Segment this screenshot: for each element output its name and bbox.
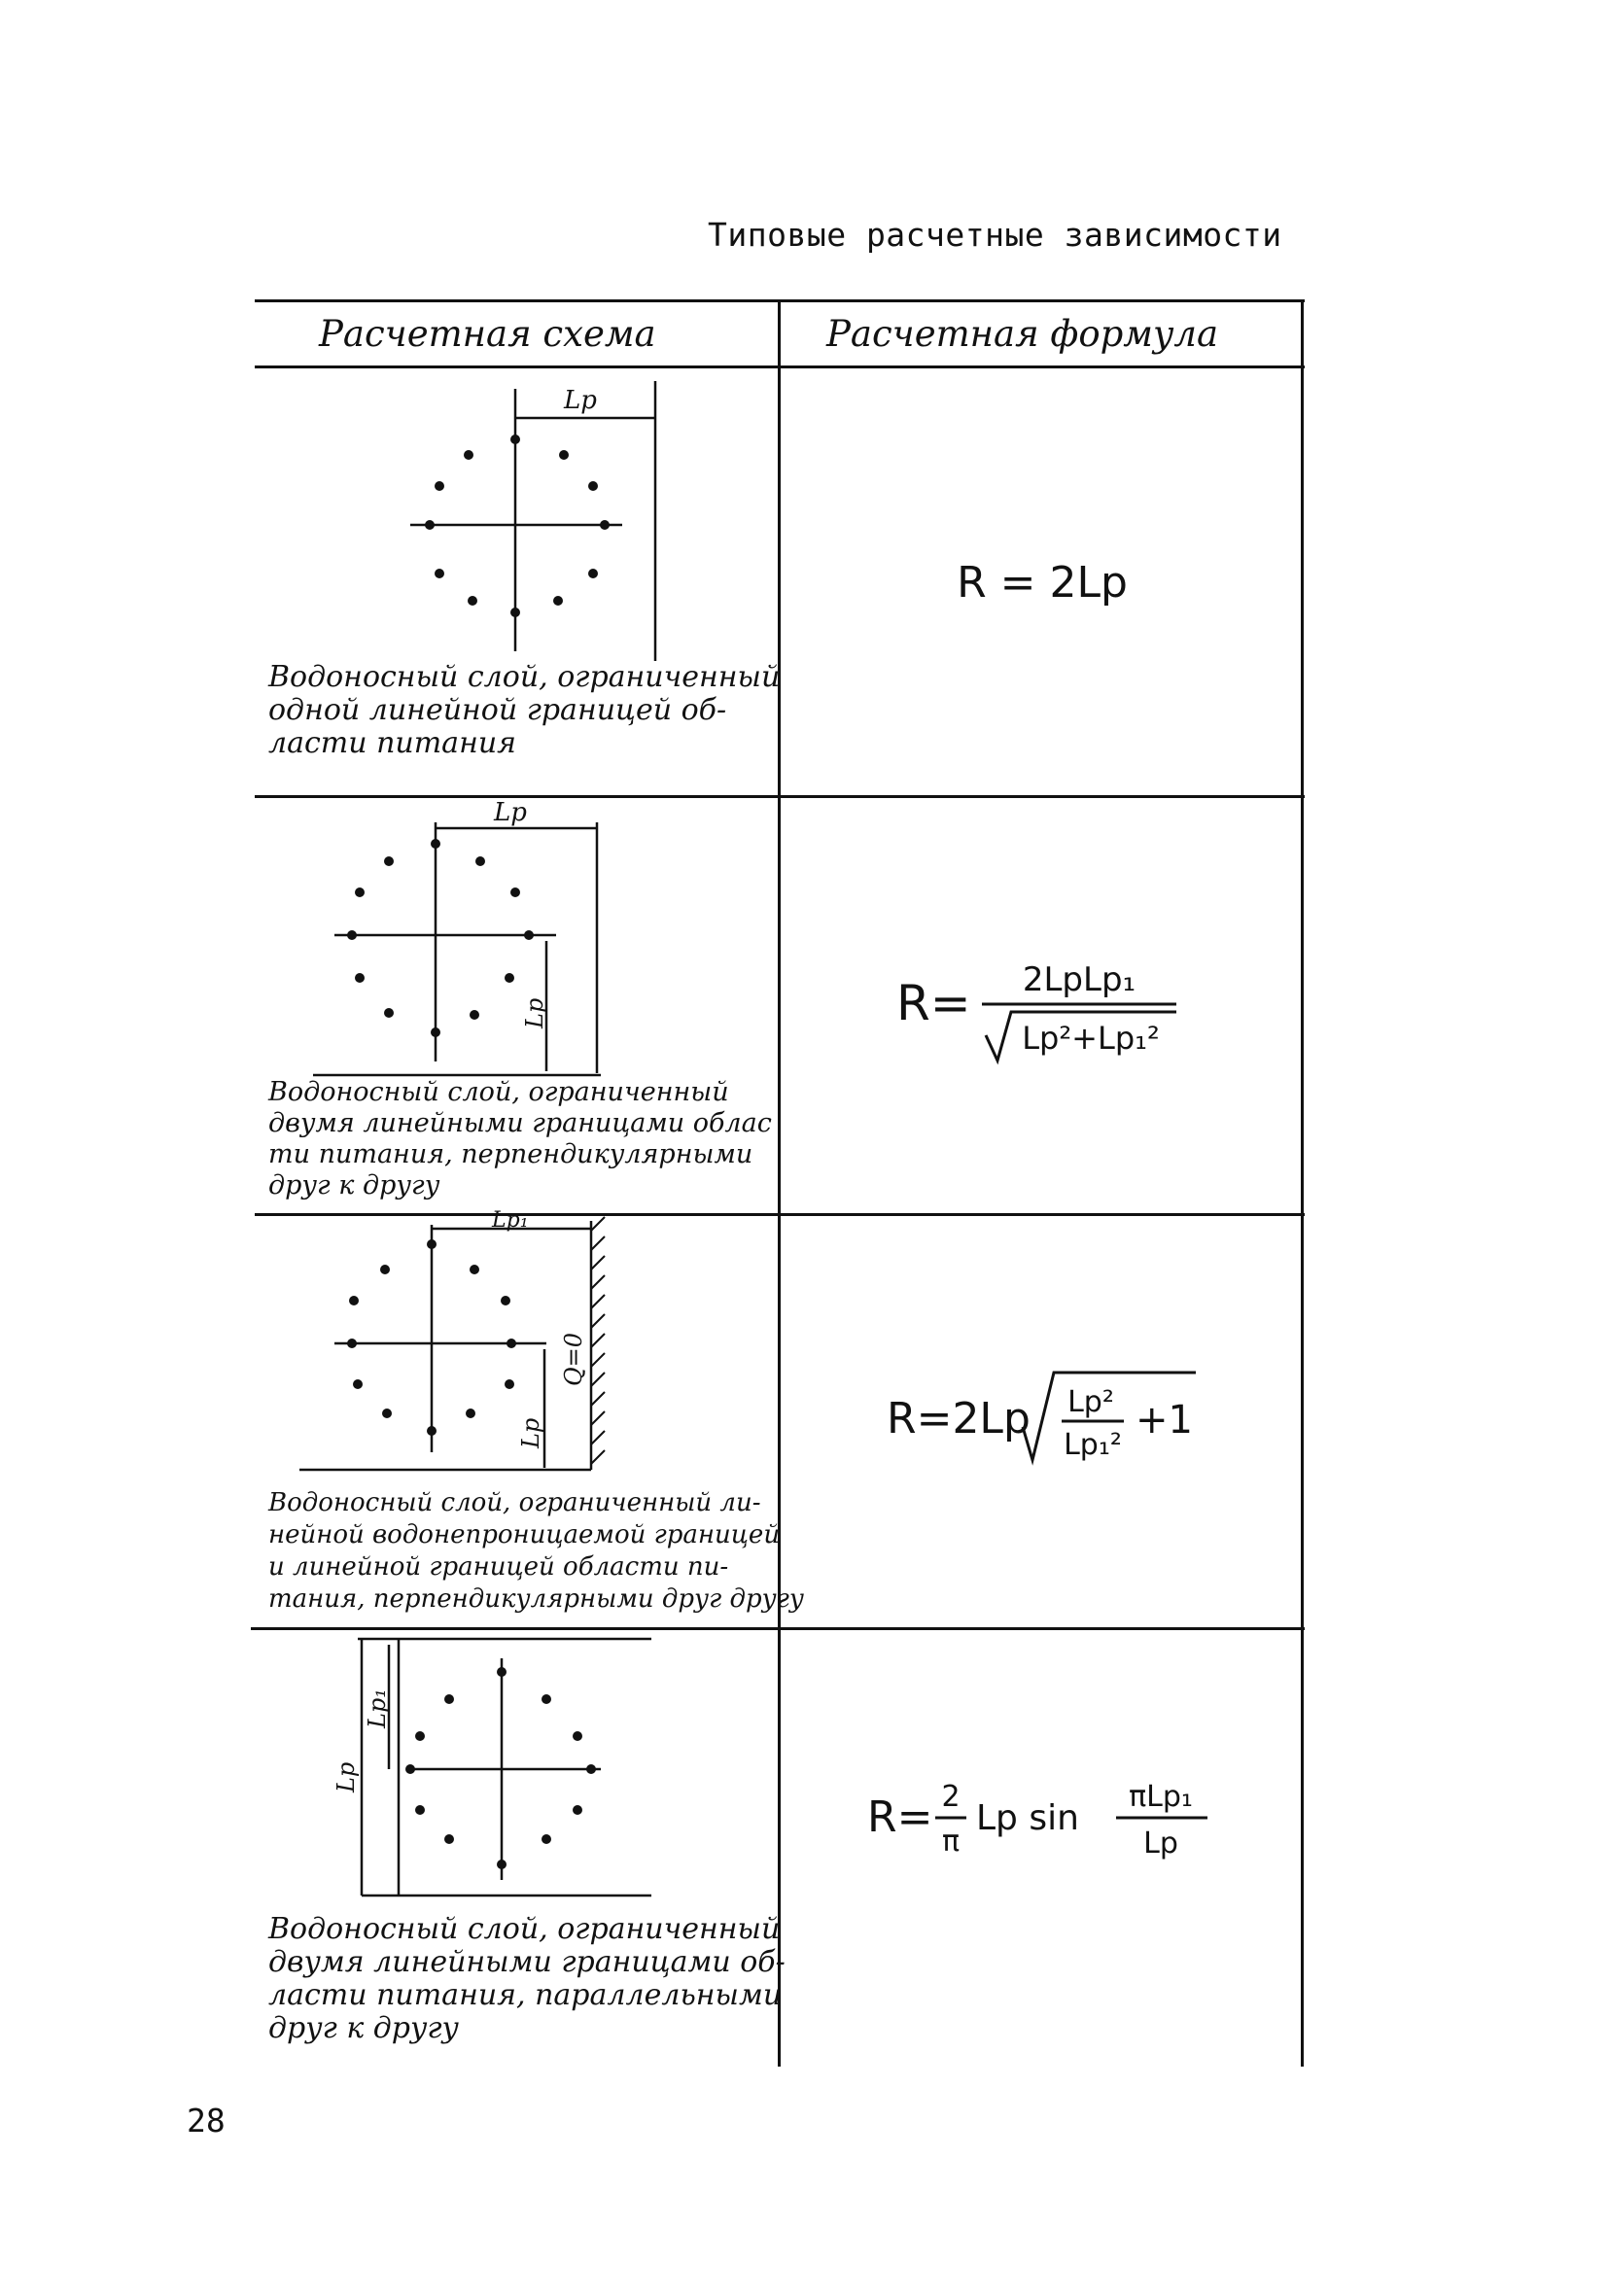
formula-2: R= 2LpLp₁ Lp²+Lp₁² — [780, 799, 1305, 1211]
label-lp1: Lp₁ — [491, 1208, 529, 1233]
formula-den2: Lp — [1143, 1826, 1178, 1861]
formula-1-svg: R = 2Lp — [957, 558, 1128, 608]
table-right-border — [1301, 299, 1304, 2067]
schema-diagram-3: Lp₁ Q=0 Lp — [255, 1208, 780, 1625]
formula-mid: Lp sin — [976, 1798, 1079, 1838]
formulas-table: Расчетная схема Расчетная формула Lp Вод… — [251, 299, 1305, 2067]
formula-lhs: R=2Lp — [887, 1394, 1031, 1444]
formula-denominator: Lp₁² — [1064, 1428, 1122, 1462]
formula-text: R = 2Lp — [957, 558, 1128, 608]
label-lp-side: Lp — [517, 1418, 544, 1449]
label-lp: Lp — [563, 386, 597, 415]
description-line: друг к другу — [268, 1170, 440, 1200]
description-3: Водоносный слой, ограниченный ли- нейной… — [268, 1487, 804, 1616]
formula-denominator: Lp²+Lp₁² — [1022, 1020, 1160, 1057]
formula-num2: πLp₁ — [1129, 1780, 1193, 1814]
description-line: ласти питания — [268, 726, 517, 760]
description-line: двумя линейными границами об- — [268, 1945, 786, 1979]
table-column-divider — [778, 299, 781, 2067]
description-line: тания, перпендикулярными друг другу — [268, 1584, 804, 1614]
description-line: друг к другу — [268, 2011, 459, 2045]
description-line: ласти питания, параллельными — [268, 1978, 783, 2012]
schema-4-svg: Lp₁ Lp — [332, 1637, 651, 1897]
schema-1-svg: Lp — [410, 381, 657, 661]
page-number: 28 — [187, 2102, 226, 2139]
label-q-zero: Q=0 — [560, 1333, 587, 1386]
page-caption: Типовые расчетные зависимости — [708, 216, 1282, 254]
formula-4: R= 2 π Lp sin πLp₁ Lp — [780, 1631, 1305, 2067]
formula-4-svg: R= 2 π Lp sin πLp₁ Lp — [867, 1780, 1207, 1861]
header-formula: Расчетная формула — [826, 313, 1219, 355]
description-line: Водоносный слой, ограниченный — [268, 1077, 729, 1107]
label-lp-side: Lp — [521, 998, 548, 1029]
description-line: ти питания, перпендикулярными — [268, 1139, 753, 1169]
description-4: Водоносный слой, ограниченный двумя лине… — [268, 1912, 786, 2045]
formula-den1: π — [942, 1825, 960, 1859]
label-lp: Lp — [493, 798, 527, 827]
description-line: Водоносный слой, ограниченный — [268, 1912, 781, 1946]
description-line: Водоносный слой, ограниченный — [268, 660, 781, 694]
formula-numerator: 2LpLp₁ — [1023, 960, 1136, 999]
formula-3: R=2Lp Lp² Lp₁² +1 — [780, 1217, 1305, 1625]
description-2: Водоносный слой, ограниченный двумя лине… — [268, 1077, 774, 1201]
formula-2-svg: R= 2LpLp₁ Lp²+Lp₁² — [896, 960, 1176, 1065]
schema-diagram-2: Lp Lp — [255, 798, 780, 1211]
header-schema: Расчетная схема — [319, 313, 656, 355]
schema-diagram-1: Lp — [255, 369, 780, 793]
schema-3-svg: Lp₁ Q=0 Lp — [299, 1208, 606, 1472]
description-line: двумя линейными границами облас — [268, 1108, 772, 1138]
description-line: и линейной границей области пи- — [268, 1552, 729, 1582]
schema-diagram-4: Lp₁ Lp — [255, 1631, 780, 2067]
formula-3-svg: R=2Lp Lp² Lp₁² +1 — [887, 1371, 1196, 1466]
formula-1: R = 2Lp — [780, 369, 1305, 793]
formula-numerator: Lp² — [1067, 1385, 1114, 1419]
formula-num1: 2 — [941, 1780, 960, 1814]
description-1: Водоносный слой, ограниченный одной лине… — [268, 660, 781, 760]
schema-2-svg: Lp Lp — [313, 798, 601, 1077]
formula-lhs: R= — [867, 1792, 932, 1842]
formula-lhs: R= — [896, 975, 971, 1031]
formula-tail: +1 — [1136, 1398, 1193, 1443]
label-lp-side: Lp — [332, 1762, 360, 1793]
label-lp1-side: Lp₁ — [364, 1688, 391, 1729]
description-line: нейной водонепроницаемой границей — [268, 1520, 781, 1549]
description-line: Водоносный слой, ограниченный ли- — [268, 1488, 761, 1517]
description-line: одной линейной границей об- — [268, 693, 727, 727]
